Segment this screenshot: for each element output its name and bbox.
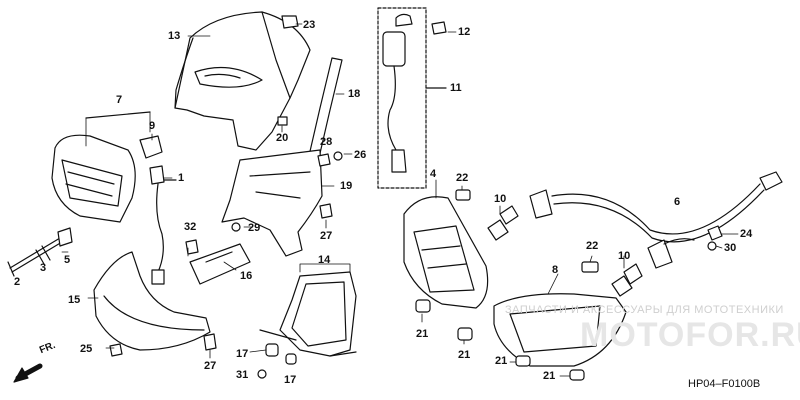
callout-30: 30 (724, 242, 737, 254)
callout-28: 28 (320, 136, 333, 148)
callout-32: 32 (184, 221, 197, 233)
part-13-headlight-cover (174, 11, 311, 151)
watermark-text: ЗАПЧАСТИ И АКСЕССУАРЫ ДЛЯ МОТОТЕХНИКИ (505, 304, 784, 316)
callout-29: 29 (248, 222, 261, 234)
part-10-bulb-upper (487, 205, 519, 241)
callout-2: 2 (14, 276, 21, 288)
part-21-grommet-c (515, 355, 531, 367)
part-19-inner-cover (221, 149, 323, 257)
callout-9: 9 (149, 120, 156, 132)
part-31-nut (257, 369, 267, 379)
callout-18: 18 (348, 88, 361, 100)
callout-1: 1 (178, 172, 185, 184)
part-4-headlight-unit (403, 196, 489, 309)
part-20-nut (277, 116, 288, 126)
part-14-headlight-stay (259, 271, 357, 357)
callout-27-lower: 27 (204, 360, 217, 372)
callout-10-lower: 10 (618, 250, 631, 262)
part-21-grommet-d (569, 369, 585, 381)
part-17-grommet (265, 343, 297, 365)
part-2-3-5-adjuster-screw (7, 227, 73, 277)
callout-17-b: 17 (284, 374, 297, 386)
callout-22-upper: 22 (456, 172, 469, 184)
callout-16: 16 (240, 270, 253, 282)
callout-25: 25 (80, 343, 93, 355)
callout-6: 6 (674, 196, 681, 208)
part-16-mount-plate (189, 243, 251, 285)
callout-12: 12 (458, 26, 471, 38)
callout-21-d: 21 (543, 370, 556, 382)
callout-19: 19 (340, 180, 353, 192)
callout-27-upper: 27 (320, 230, 333, 242)
part-21-grommet-a (415, 299, 431, 313)
callout-21-a: 21 (416, 328, 429, 340)
callout-21-b: 21 (458, 349, 471, 361)
part-21-grommet-b (457, 327, 473, 341)
callout-14: 14 (318, 254, 331, 266)
callout-8: 8 (552, 264, 559, 276)
callout-31: 31 (236, 369, 249, 381)
part-32-screw (185, 239, 199, 255)
part-12-clip (431, 21, 447, 35)
part-23-clip (281, 15, 299, 29)
callout-11: 11 (450, 82, 462, 94)
part-11-socket-harness (377, 7, 447, 189)
part-6-wiring-harness (529, 171, 783, 269)
part-28-bolt (317, 153, 331, 167)
callout-7: 7 (116, 94, 123, 106)
callout-17-a: 17 (236, 348, 249, 360)
diagram-code: HP04–F0100B (688, 378, 761, 390)
part-22-rubber-cap-upper (455, 189, 471, 201)
part-10-bulb-lower (611, 263, 643, 297)
callout-10-upper: 10 (494, 193, 507, 205)
watermark-logo: MOTOFOR.RU (580, 316, 800, 354)
callout-3: 3 (40, 262, 47, 274)
front-direction-arrow (13, 363, 43, 383)
callout-20: 20 (276, 132, 289, 144)
callout-21-c: 21 (495, 355, 508, 367)
part-7-headlight-lens (51, 111, 151, 223)
callout-24: 24 (740, 228, 753, 240)
part-26-nut (333, 151, 343, 161)
callout-5: 5 (64, 254, 71, 266)
part-8-headlight-unit (493, 293, 627, 367)
part-24-clip (707, 225, 723, 241)
callout-22-lower: 22 (586, 240, 599, 252)
part-22-rubber-cap-lower (581, 261, 599, 273)
callout-23: 23 (303, 19, 316, 31)
part-25-bolt (109, 343, 123, 357)
part-29-screw (231, 222, 241, 232)
callout-15: 15 (68, 294, 81, 306)
part-27-bolt-upper (319, 203, 333, 219)
part-1-wire-harness (149, 165, 177, 285)
part-9-bulb-socket (139, 135, 163, 159)
leader-lines (61, 23, 739, 377)
callout-13: 13 (168, 30, 181, 42)
part-30-bolt (707, 241, 717, 251)
callout-26: 26 (354, 149, 367, 161)
part-15-lower-cover (93, 251, 211, 351)
callout-4: 4 (430, 168, 437, 180)
part-27-bolt-lower (203, 333, 217, 351)
